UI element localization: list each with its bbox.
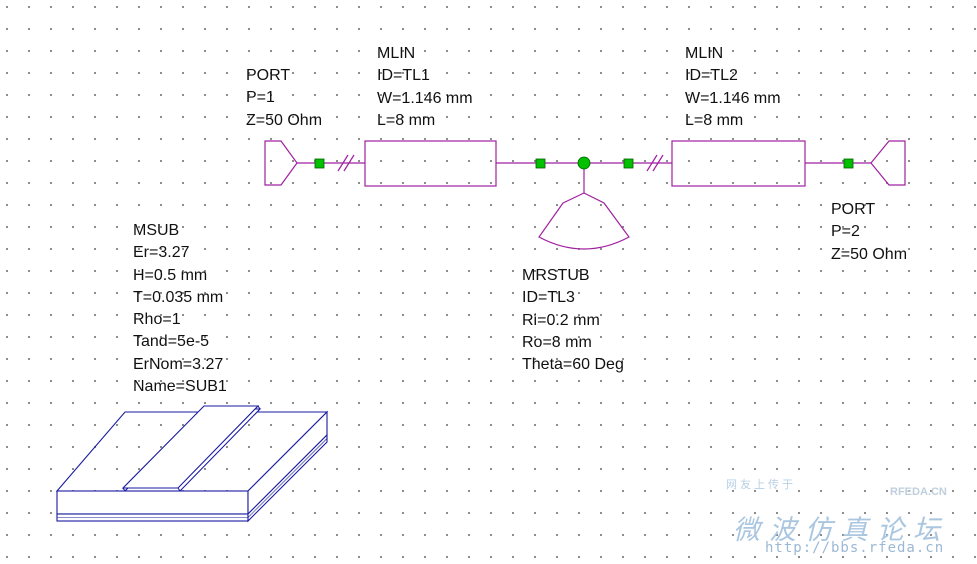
watermark-title: 微波仿真论坛	[733, 515, 949, 546]
port2-icon[interactable]	[870, 140, 906, 186]
port1-type: PORT	[246, 67, 291, 84]
port2-type: PORT	[831, 201, 876, 218]
watermark-brand: RFEDA.CN	[890, 486, 947, 498]
node-icon[interactable]	[535, 158, 546, 169]
msub-type: MSUB	[133, 222, 180, 239]
msub-tand: Tand=5e-5	[133, 333, 210, 351]
port1-z: Z=50 Ohm	[246, 111, 323, 129]
msub-er: Er=3.27	[133, 244, 190, 262]
mrstub-label: MRSTUB ID=TL3 Ri=0.2 mm Ro=8 mm Theta=60…	[522, 265, 624, 376]
radial-stub-icon[interactable]	[538, 192, 630, 250]
junction-node-icon[interactable]	[577, 156, 591, 170]
port2-z: Z=50 Ohm	[831, 245, 908, 263]
node-icon[interactable]	[623, 158, 634, 169]
ground-hatch	[247, 438, 328, 518]
port1-label: PORT P=1 Z=50 Ohm	[246, 65, 322, 132]
mlin1-w: W=1.146 mm	[377, 89, 473, 107]
mrstub-theta: Theta=60 Deg	[522, 356, 624, 374]
mrstub-type: MRSTUB	[522, 267, 590, 284]
port1-p: P=1	[246, 89, 275, 107]
msub-label: MSUB Er=3.27 H=0.5 mm T=0.035 mm Rho=1 T…	[133, 220, 227, 398]
msub-name: Name=SUB1	[133, 378, 227, 396]
mlin2-w: W=1.146 mm	[685, 89, 781, 107]
mrstub-ro: Ro=8 mm	[522, 333, 592, 351]
node-icon[interactable]	[314, 158, 325, 169]
wire-break-mark	[337, 154, 349, 172]
mlin2-l: L=8 mm	[685, 111, 744, 129]
port2-p: P=2	[831, 223, 860, 241]
mlin-tl1-icon[interactable]	[364, 140, 497, 187]
mlin-tl2-icon[interactable]	[671, 140, 806, 187]
mlin2-type: MLIN	[685, 45, 724, 62]
mlin2-id: ID=TL2	[685, 67, 738, 85]
port2-label: PORT P=2 Z=50 Ohm	[831, 199, 907, 266]
mlin1-l: L=8 mm	[377, 111, 436, 129]
mlin2-label: MLIN ID=TL2 W=1.146 mm L=8 mm	[685, 43, 781, 132]
watermark-upload-text: 网友上传于	[726, 479, 796, 491]
mlin1-id: ID=TL1	[377, 67, 430, 85]
mrstub-id: ID=TL3	[522, 289, 575, 307]
wire-break-mark	[343, 154, 355, 172]
watermark-url: http://bbs.rfeda.cn	[765, 540, 945, 556]
mlin1-label: MLIN ID=TL1 W=1.146 mm L=8 mm	[377, 43, 473, 132]
msub-t: T=0.035 mm	[133, 288, 224, 306]
msub-rho: Rho=1	[133, 311, 181, 329]
substrate-icon[interactable]	[55, 405, 329, 523]
wire-break-mark	[652, 154, 664, 172]
msub-ernom: ErNom=3.27	[133, 355, 224, 373]
mlin1-type: MLIN	[377, 45, 416, 62]
node-icon[interactable]	[843, 158, 854, 169]
msub-h: H=0.5 mm	[133, 266, 208, 284]
port1-icon[interactable]	[264, 140, 298, 186]
mrstub-ri: Ri=0.2 mm	[522, 311, 600, 329]
wire-break-mark	[646, 154, 658, 172]
